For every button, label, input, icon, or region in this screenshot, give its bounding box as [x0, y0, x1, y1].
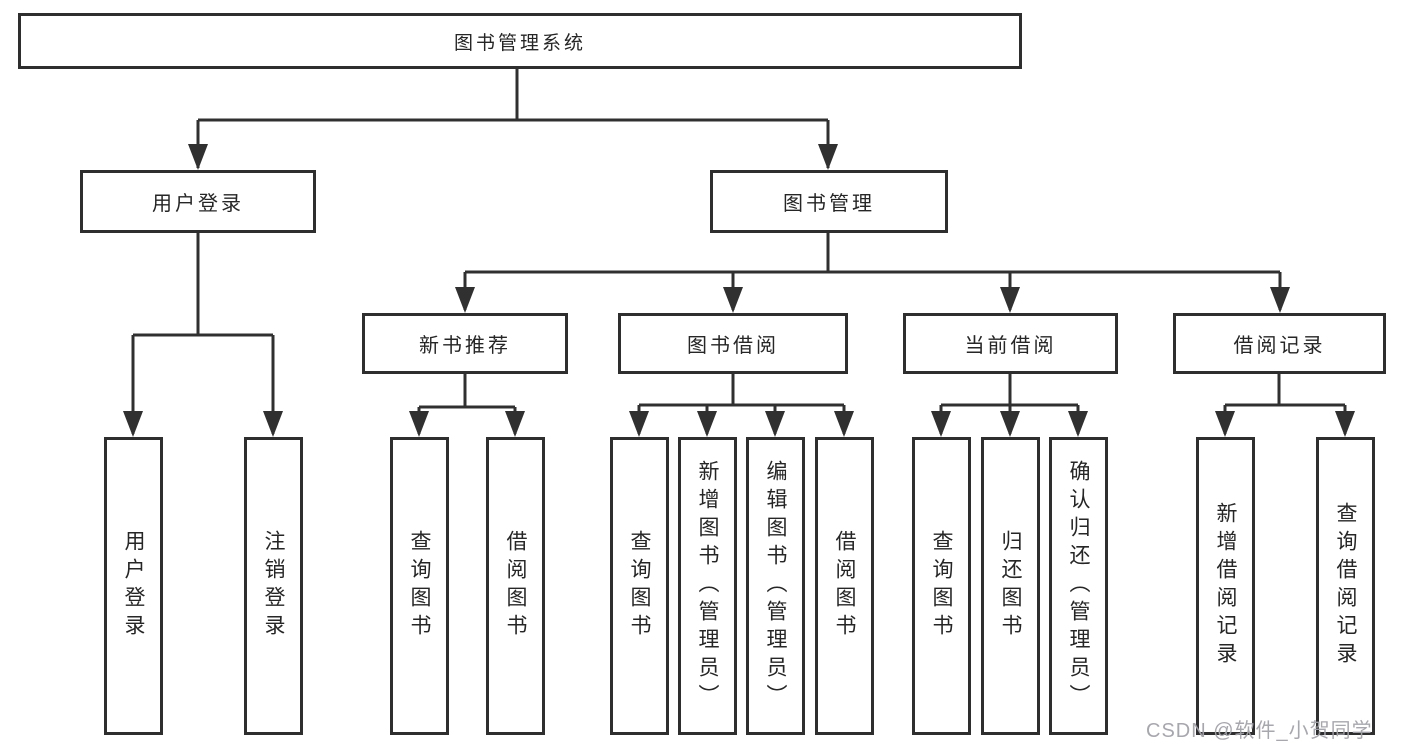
node-root-label: 图书管理系统	[453, 32, 586, 54]
csdn-watermark: CSDN @软件_小贺同学	[1146, 720, 1373, 742]
node-current-borrowing-label: 当前借阅	[964, 335, 1057, 357]
leaf-edit-book-admin-label: 编辑图书（管理员）	[764, 460, 787, 712]
node-new-book-recommend: 新书推荐	[362, 313, 568, 374]
node-current-borrowing: 当前借阅	[903, 313, 1118, 374]
leaf-query-book-recommend: 查询图书	[390, 437, 449, 735]
leaf-return-book-label: 归还图书	[999, 530, 1022, 642]
node-new-book-recommend-label: 新书推荐	[419, 335, 511, 357]
leaf-add-book-admin: 新增图书（管理员）	[678, 437, 737, 735]
leaf-borrow-book-borrowing: 借阅图书	[815, 437, 874, 735]
node-borrowing-records: 借阅记录	[1173, 313, 1386, 374]
leaf-confirm-return-admin: 确认归还（管理员）	[1049, 437, 1108, 735]
leaf-query-book-borrowing: 查询图书	[610, 437, 669, 735]
node-book-management-label: 图书管理	[783, 193, 875, 215]
leaf-return-book: 归还图书	[981, 437, 1040, 735]
node-book-borrowing-label: 图书借阅	[687, 335, 779, 357]
leaf-add-borrow-record-label: 新增借阅记录	[1214, 502, 1237, 670]
arrowheads	[123, 144, 1355, 437]
leaf-query-book-recommend-label: 查询图书	[408, 530, 431, 642]
leaf-user-login-label: 用户登录	[122, 530, 145, 642]
leaf-add-borrow-record: 新增借阅记录	[1196, 437, 1255, 735]
leaf-user-login: 用户登录	[104, 437, 163, 735]
leaf-add-book-admin-label: 新增图书（管理员）	[696, 460, 719, 712]
node-root-system: 图书管理系统	[18, 13, 1022, 69]
leaf-borrow-book-borrowing-label: 借阅图书	[833, 530, 856, 642]
leaf-logout-label: 注销登录	[262, 530, 285, 642]
leaf-query-book-borrowing-label: 查询图书	[628, 530, 651, 642]
leaf-edit-book-admin: 编辑图书（管理员）	[746, 437, 805, 735]
leaf-logout: 注销登录	[244, 437, 303, 735]
node-book-borrowing: 图书借阅	[618, 313, 848, 374]
leaf-query-borrow-record: 查询借阅记录	[1316, 437, 1375, 735]
node-user-login: 用户登录	[80, 170, 316, 233]
leaf-query-book-current: 查询图书	[912, 437, 971, 735]
leaf-borrow-book-recommend: 借阅图书	[486, 437, 545, 735]
node-user-login-label: 用户登录	[152, 193, 244, 215]
leaf-borrow-book-recommend-label: 借阅图书	[504, 530, 527, 642]
node-book-management: 图书管理	[710, 170, 948, 233]
leaf-confirm-return-admin-label: 确认归还（管理员）	[1067, 460, 1090, 712]
node-borrowing-records-label: 借阅记录	[1233, 335, 1326, 357]
leaf-query-book-current-label: 查询图书	[930, 530, 953, 642]
leaf-query-borrow-record-label: 查询借阅记录	[1334, 502, 1357, 670]
